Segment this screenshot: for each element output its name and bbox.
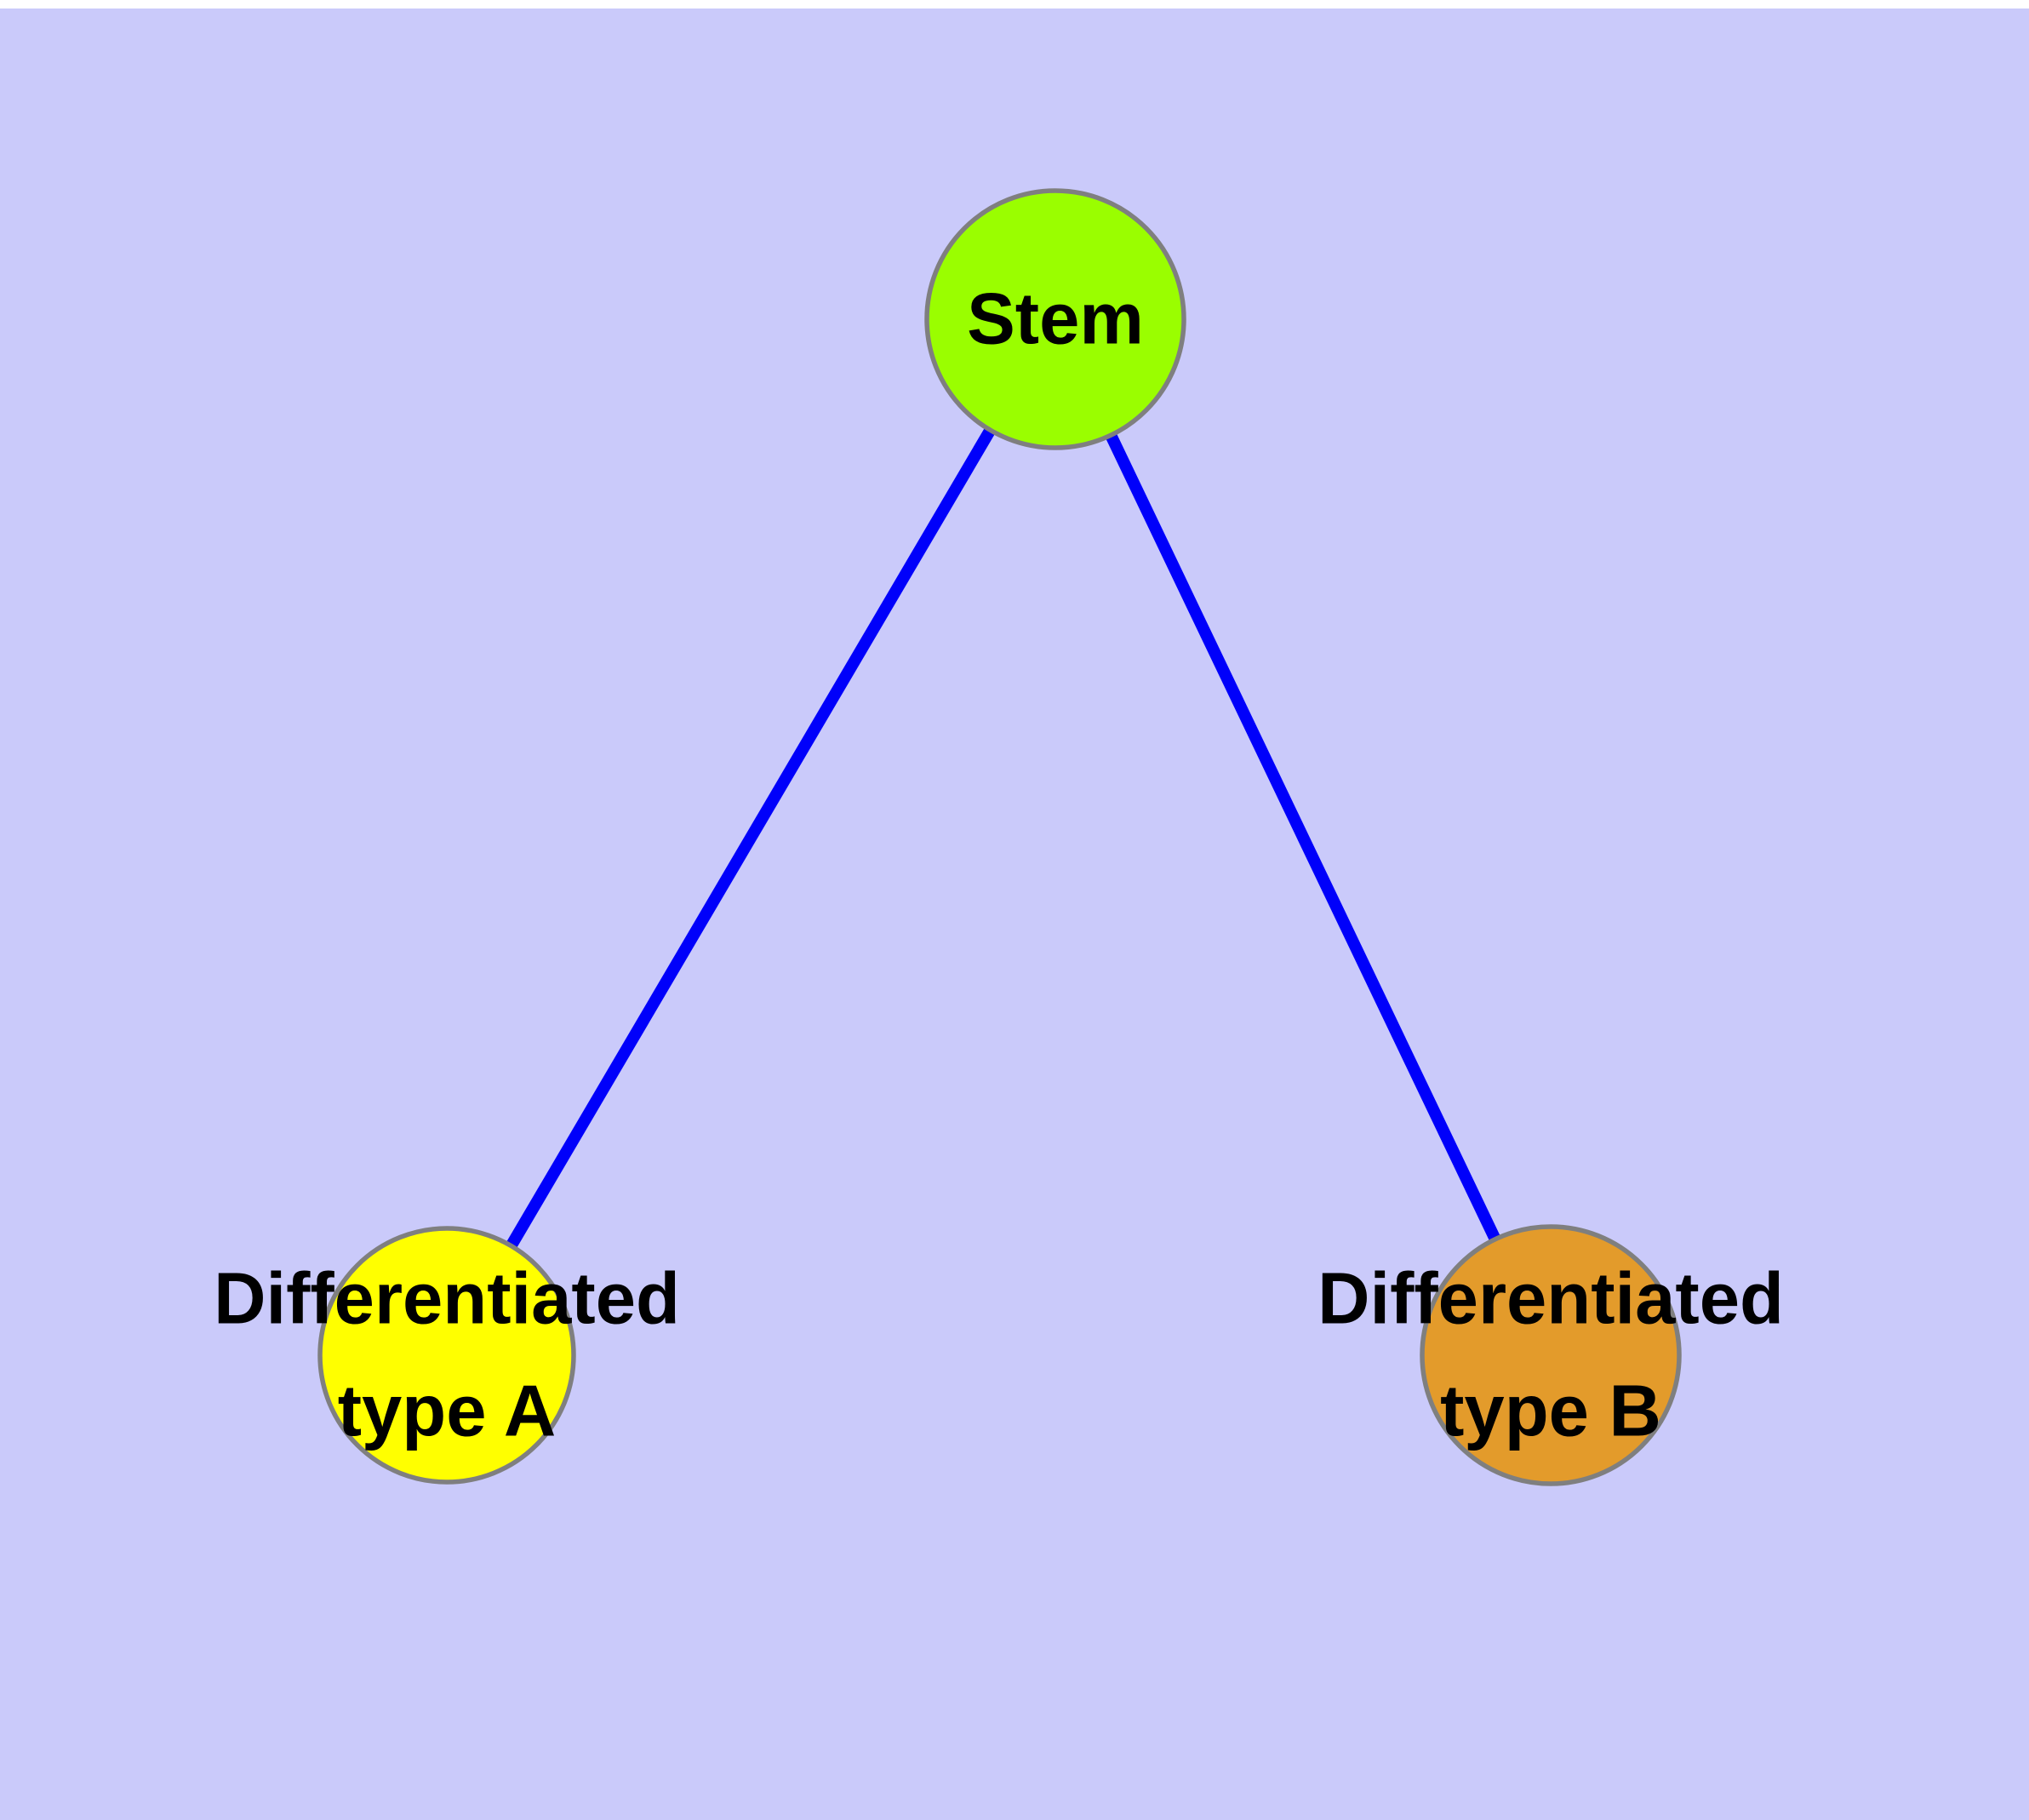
edge-stem-type-b xyxy=(1049,316,1557,1359)
node-stem xyxy=(924,188,1186,450)
node-label-line: Differentiated xyxy=(1317,1259,1784,1340)
edges-layer xyxy=(441,316,1557,1359)
node-label-type-a: Differentiated type A xyxy=(214,1259,680,1452)
node-type-b xyxy=(1420,1224,1682,1486)
edge-stem-type-a xyxy=(441,316,1061,1359)
node-label-line: Differentiated xyxy=(214,1259,680,1340)
node-label-stem: Stem xyxy=(967,279,1144,360)
node-label-line: type B xyxy=(1440,1371,1661,1452)
node-label-line: Stem xyxy=(967,279,1144,360)
node-type-a xyxy=(317,1226,576,1485)
node-label-type-b: Differentiated type B xyxy=(1317,1259,1784,1452)
node-label-line: type A xyxy=(338,1371,557,1452)
